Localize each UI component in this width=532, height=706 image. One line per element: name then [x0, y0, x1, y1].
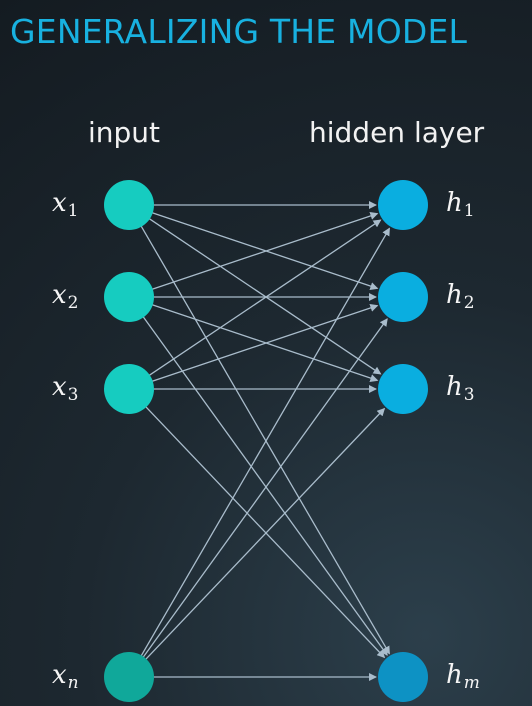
slide-title: GENERALIZING THE MODEL — [10, 12, 468, 51]
edge-x3-h2 — [151, 304, 379, 383]
hidden-node-m — [378, 652, 428, 702]
input-label-2: x2 — [52, 280, 79, 313]
input-label-n: xn — [52, 660, 79, 693]
input-node-2 — [104, 272, 154, 322]
edge-x3-h1 — [148, 219, 382, 377]
hidden-label-2: h2 — [446, 280, 475, 313]
hidden-label-1: h1 — [446, 188, 475, 221]
input-layer-heading: input — [88, 116, 161, 149]
input-node-3 — [104, 364, 154, 414]
edge-xn-h3 — [145, 407, 386, 661]
hidden-label-m: hm — [446, 660, 480, 693]
edge-xn-h1 — [140, 227, 390, 657]
input-label-3: x3 — [52, 372, 79, 405]
edge-x2-h1 — [151, 212, 379, 291]
edge-xn-h2 — [142, 318, 388, 658]
hidden-layer-heading: hidden layer — [309, 116, 485, 149]
edge-x3-hm — [145, 405, 386, 659]
hidden-node-2 — [378, 272, 428, 322]
edge-x1-h3 — [148, 217, 382, 375]
input-node-1 — [104, 180, 154, 230]
hidden-node-3 — [378, 364, 428, 414]
input-label-1: x1 — [52, 188, 79, 221]
edge-x1-hm — [140, 225, 390, 655]
input-node-n — [104, 652, 154, 702]
edge-x2-hm — [142, 316, 388, 656]
edge-x2-h3 — [151, 303, 379, 382]
hidden-node-1 — [378, 180, 428, 230]
hidden-label-3: h3 — [446, 372, 475, 405]
edge-x1-h2 — [151, 211, 379, 290]
